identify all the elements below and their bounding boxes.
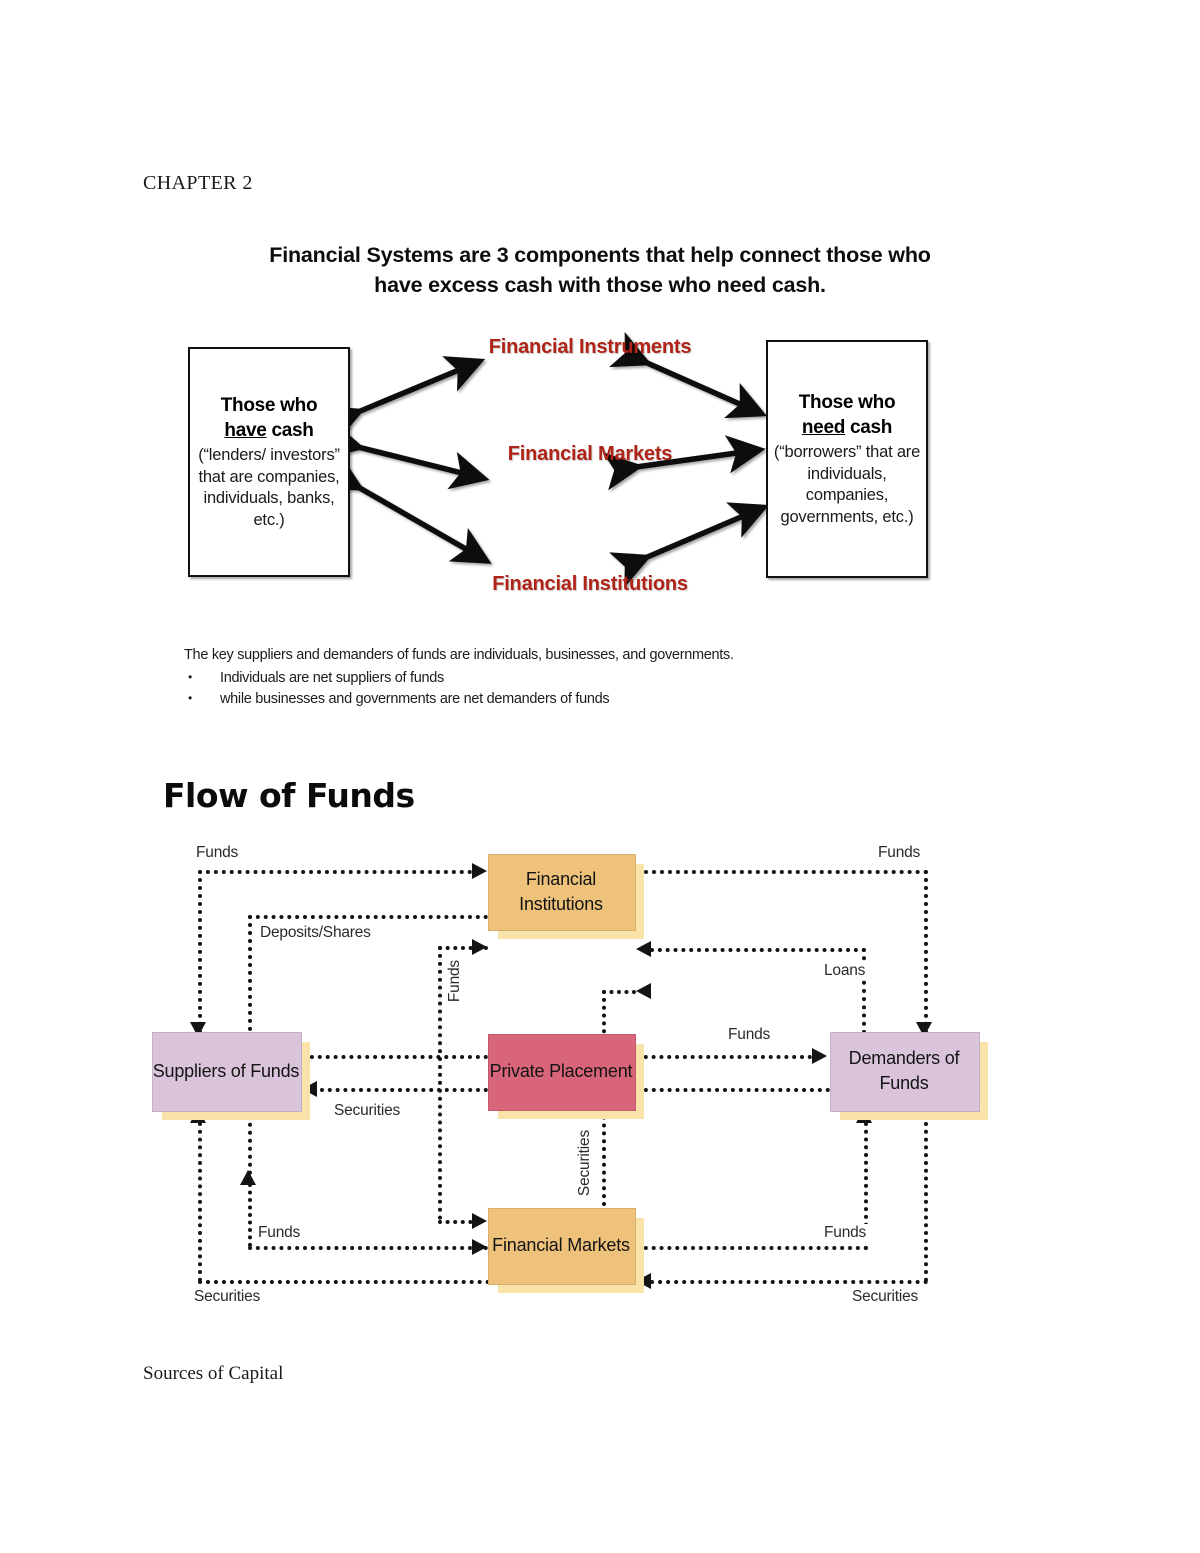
arrow-institutions-right <box>609 502 770 588</box>
need-cash-header-suffix: cash <box>845 417 893 438</box>
flow-box-financial-markets: Financial Markets <box>488 1208 644 1293</box>
connector-funds-vertical-bottom-stub <box>438 1220 480 1224</box>
flow-label-funds-top-left: Funds <box>194 844 241 862</box>
component-label-financial-markets: Financial Markets <box>507 443 673 465</box>
chapter-heading: CHAPTER 2 <box>143 172 253 194</box>
connector-securities-bottom-left-vertical <box>198 1122 202 1282</box>
flow-box-private-placement: Private Placement <box>488 1034 644 1119</box>
flow-of-funds-diagram: Financial Institutions Private Placement… <box>150 840 990 1320</box>
need-cash-header-underlined: need <box>801 417 846 438</box>
connector-funds-top-right-vertical <box>924 870 928 1034</box>
arrowhead-funds-into-institutions-lower <box>472 939 487 955</box>
financial-systems-title-line1: Financial Systems are 3 components that … <box>269 243 931 267</box>
key-suppliers-bullet-list: Individuals are net suppliers of funds w… <box>184 667 944 710</box>
need-cash-detail: (“borrowers” that are individuals, compa… <box>773 443 921 526</box>
arrowhead-funds-into-demanders-center <box>812 1048 827 1064</box>
connector-loans-horizontal <box>650 948 866 952</box>
arrow-left-instruments <box>322 356 486 442</box>
those-who-have-cash-box: Those who have cash (“lenders/ investors… <box>188 347 350 577</box>
arrowhead-securities-into-institutions <box>636 983 651 999</box>
arrowhead-loans-into-institutions <box>636 941 651 957</box>
connector-private-placement-to-suppliers <box>320 1088 488 1092</box>
connector-funds-bottom-right-horizontal <box>636 1246 868 1250</box>
flow-box-suppliers-of-funds-label: Suppliers of Funds <box>152 1060 300 1081</box>
connector-funds-vertical-center <box>438 946 442 1220</box>
flow-label-funds-top-right: Funds <box>876 844 923 862</box>
flow-label-funds-bottom-left: Funds <box>256 1224 303 1242</box>
connector-securities-bottom-right-vertical <box>924 1122 928 1282</box>
sources-of-capital-note: Sources of Capital <box>143 1363 284 1384</box>
connector-funds-top-right-horizontal <box>636 870 928 874</box>
financial-systems-title: Financial Systems are 3 components that … <box>180 240 1020 300</box>
arrowhead-funds-into-institutions <box>472 863 487 879</box>
arrowhead-funds-into-markets-lower <box>472 1239 487 1255</box>
connector-private-placement-to-demanders <box>636 1055 812 1059</box>
box-face <box>488 854 636 931</box>
list-item: while businesses and governments are net… <box>184 688 944 710</box>
box-face <box>152 1032 302 1112</box>
arrow-left-institutions <box>321 454 492 564</box>
arrowhead-funds-into-markets-upper <box>472 1213 487 1229</box>
flow-box-financial-institutions: Financial Institutions <box>488 854 644 939</box>
have-cash-header-underlined: have <box>224 420 267 441</box>
key-suppliers-notes: The key suppliers and demanders of funds… <box>184 645 944 710</box>
flow-label-funds-center-right: Funds <box>726 1026 773 1044</box>
flow-box-demanders-of-funds-label: Demanders of Funds <box>848 1048 960 1093</box>
flow-box-private-placement-label: Private Placement <box>489 1061 633 1081</box>
arrow-markets-right <box>602 435 766 491</box>
connector-funds-bottom-left-horizontal <box>248 1246 488 1250</box>
flow-box-suppliers-of-funds: Suppliers of Funds <box>152 1032 310 1120</box>
connector-funds-vertical-top-stub <box>438 946 488 950</box>
flow-label-loans: Loans <box>822 962 868 980</box>
key-suppliers-lead: The key suppliers and demanders of funds… <box>184 647 734 663</box>
flow-box-demanders-of-funds: Demanders of Funds <box>830 1032 988 1120</box>
connector-suppliers-top-vertical <box>198 870 202 1034</box>
connector-securities-bottom-left-horizontal <box>198 1280 490 1284</box>
box-face <box>488 1034 636 1111</box>
financial-systems-title-line2: have excess cash with those who need cas… <box>374 273 826 297</box>
flow-label-securities-bottom-right: Securities <box>850 1288 921 1306</box>
flow-label-securities-bottom-left: Securities <box>192 1288 263 1306</box>
flow-label-deposits-shares: Deposits/Shares <box>258 924 373 942</box>
connector-loans-vertical <box>862 948 866 1034</box>
box-face <box>830 1032 980 1112</box>
flow-box-financial-markets-label: Financial Markets <box>492 1235 630 1255</box>
have-cash-detail: (“lenders/ investors” that are companies… <box>198 446 340 529</box>
box-face <box>488 1208 636 1285</box>
connector-funds-bottom-left-vertical <box>248 1183 252 1247</box>
arrowhead-deposits-shares-into-suppliers <box>240 1170 256 1185</box>
connector-securities-vertical-top-stub <box>602 990 636 994</box>
flow-of-funds-heading: Flow of Funds <box>163 776 415 815</box>
need-cash-header: Those who need cash <box>799 390 896 440</box>
connector-securities-bottom-right-horizontal <box>650 1280 928 1284</box>
connector-demanders-to-private-placement <box>636 1088 830 1092</box>
list-item: Individuals are net suppliers of funds <box>184 667 944 689</box>
have-cash-header-prefix: Those who <box>220 395 318 416</box>
connector-deposits-shares-horizontal <box>248 915 488 919</box>
have-cash-header-suffix: cash <box>266 420 314 441</box>
connector-funds-top-left <box>198 870 480 874</box>
flow-label-securities-vertical-center: Securities <box>576 1128 594 1199</box>
need-cash-header-prefix: Those who <box>798 392 896 413</box>
arrow-instruments-right <box>609 331 768 419</box>
component-label-financial-institutions: Financial Institutions <box>492 573 688 595</box>
have-cash-header: Those who have cash <box>221 393 318 443</box>
flow-label-securities-left: Securities <box>332 1102 403 1120</box>
flow-label-funds-bottom-right: Funds <box>822 1224 869 1242</box>
those-who-need-cash-box: Those who need cash (“borrowers” that ar… <box>766 340 928 578</box>
flow-label-funds-vertical-left: Funds <box>446 958 464 1005</box>
component-label-financial-instruments: Financial Instruments <box>488 336 692 358</box>
connector-suppliers-to-private-placement <box>302 1055 488 1059</box>
flow-box-financial-institutions-label: Financial Institutions <box>519 868 603 914</box>
connector-funds-bottom-right-vertical <box>864 1122 868 1250</box>
